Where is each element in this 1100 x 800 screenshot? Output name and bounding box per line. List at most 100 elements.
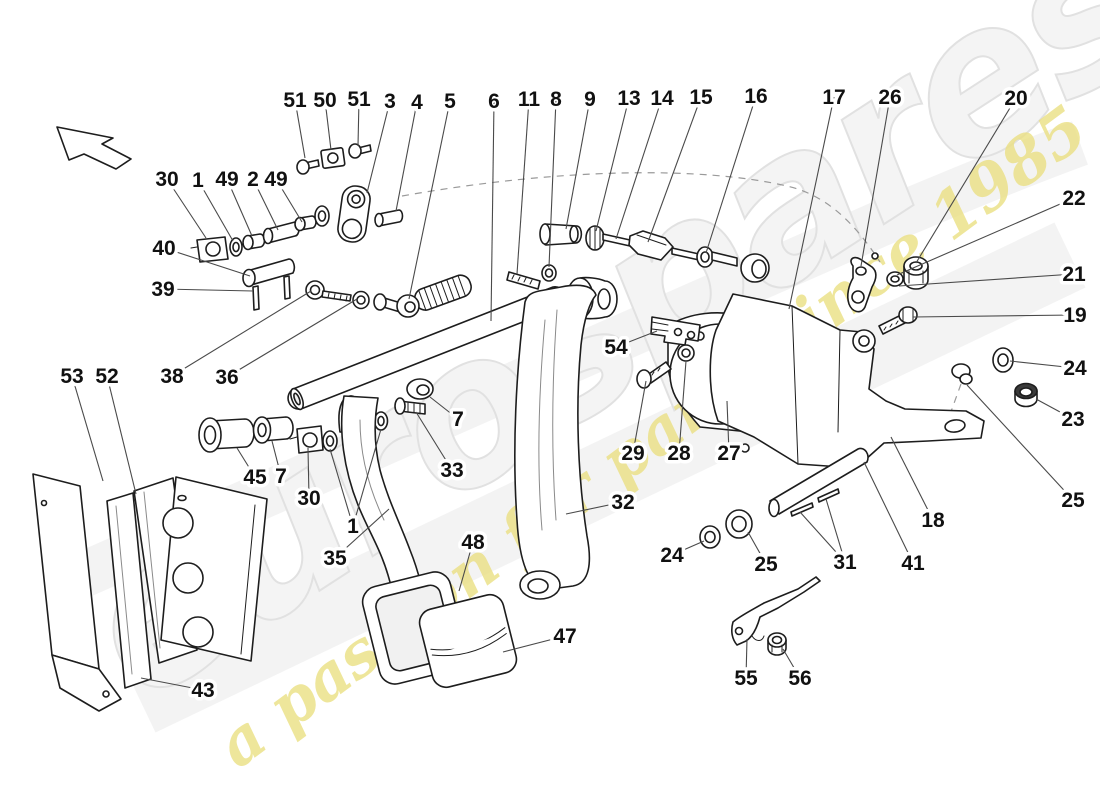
part-label-39: 39 (151, 278, 174, 301)
part-label-56: 56 (788, 667, 811, 690)
leader-line-3 (366, 100, 391, 194)
leader-line-1 (352, 428, 382, 527)
pedal-pads (361, 571, 518, 689)
part-label-15: 15 (689, 86, 713, 109)
leader-line-30 (166, 178, 207, 239)
leader-line-36 (226, 298, 358, 378)
leader-line-29 (632, 380, 647, 454)
part-label-25: 25 (1061, 489, 1085, 512)
part-label-8: 8 (550, 88, 562, 111)
leader-line-8 (548, 98, 557, 268)
part-label-11: 11 (518, 88, 541, 111)
part-label-53: 53 (60, 365, 83, 388)
part-label-4: 4 (411, 91, 423, 114)
part-label-55: 55 (734, 667, 758, 690)
part-label-1: 1 (192, 169, 204, 192)
part-label-45: 45 (243, 466, 267, 489)
part-label-29: 29 (621, 442, 644, 465)
leader-line-51 (357, 98, 360, 147)
part-label-2: 2 (247, 168, 259, 191)
leader-line-48 (458, 541, 474, 592)
leader-line-5 (408, 100, 451, 300)
leader-line-13 (595, 97, 630, 232)
leader-line-1 (329, 448, 354, 527)
leader-line-15 (647, 96, 702, 243)
leader-line-56 (782, 648, 801, 679)
part-label-19: 19 (1063, 304, 1086, 327)
part-label-26: 26 (878, 86, 901, 109)
leader-line-40 (163, 247, 251, 277)
leader-line-43 (140, 677, 204, 691)
leader-line-45 (236, 447, 256, 478)
accelerator-pedal-assembly (32, 473, 268, 712)
part-label-3: 3 (384, 90, 396, 113)
leader-line-21 (898, 273, 1075, 287)
part-label-40: 40 (152, 237, 175, 260)
part-label-35: 35 (323, 547, 347, 570)
part-label-20: 20 (1004, 87, 1027, 110)
part-label-7: 7 (275, 465, 287, 488)
part-label-36: 36 (215, 366, 238, 389)
pedal-bracket (709, 293, 985, 469)
part-label-7: 7 (452, 408, 464, 431)
stop-plate-and-bolt (636, 316, 701, 389)
leader-line-4 (395, 101, 418, 212)
leader-line-24 (1009, 360, 1076, 369)
part-label-25: 25 (754, 553, 778, 576)
part-label-30: 30 (155, 168, 178, 191)
part-label-32: 32 (611, 491, 634, 514)
part-label-27: 27 (717, 442, 740, 465)
leader-line-6 (490, 100, 495, 322)
leader-line-24 (671, 540, 705, 556)
part-label-24: 24 (1063, 357, 1087, 380)
part-label-54: 54 (604, 336, 628, 359)
part-label-51: 51 (347, 88, 371, 111)
leader-line-33 (415, 411, 453, 471)
leader-line-18 (890, 436, 934, 521)
part-label-24: 24 (660, 544, 684, 567)
leader-line-25 (966, 384, 1074, 501)
part-label-21: 21 (1062, 263, 1086, 286)
return-spring-and-eyebolt (373, 274, 472, 318)
part-label-17: 17 (822, 86, 845, 109)
part-label-47: 47 (553, 625, 576, 648)
leader-line-19 (912, 314, 1076, 318)
leader-line-16 (705, 95, 757, 254)
leader-line-38 (171, 290, 312, 377)
part-label-16: 16 (744, 85, 767, 108)
part-label-43: 43 (191, 679, 214, 702)
part-label-31: 31 (833, 551, 857, 574)
pushrod-assembly (539, 223, 770, 283)
leader-line-17 (788, 96, 835, 310)
threaded-stud (506, 271, 541, 290)
leader-line-55 (745, 638, 748, 679)
leader-line-9 (565, 98, 591, 230)
part-label-49: 49 (215, 168, 238, 191)
leader-line-30 (307, 447, 310, 499)
leader-line-23 (1035, 398, 1074, 420)
leader-line-32 (565, 501, 624, 515)
leader-line-49 (226, 178, 253, 237)
leader-line-1 (197, 179, 234, 242)
part-label-6: 6 (488, 90, 500, 113)
part-label-14: 14 (650, 87, 674, 110)
leader-line-53 (71, 375, 104, 482)
leader-line-54 (615, 330, 658, 348)
lower-support-bracket (731, 576, 821, 656)
leader-line-25 (747, 531, 767, 565)
leader-line-2 (252, 178, 279, 231)
part-label-33: 33 (440, 459, 463, 482)
part-label-23: 23 (1061, 408, 1084, 431)
leader-line-47 (502, 635, 566, 653)
leader-line-31 (825, 498, 846, 563)
part-label-18: 18 (921, 509, 945, 532)
part-label-48: 48 (461, 531, 485, 554)
part-label-41: 41 (901, 552, 925, 575)
clutch-pedal-arm (340, 378, 434, 619)
leader-line-49 (275, 178, 303, 223)
leader-line-28 (678, 360, 687, 454)
bracket-fasteners (846, 252, 1038, 408)
leader-line-39 (162, 288, 254, 292)
leader-line-7 (271, 440, 282, 477)
